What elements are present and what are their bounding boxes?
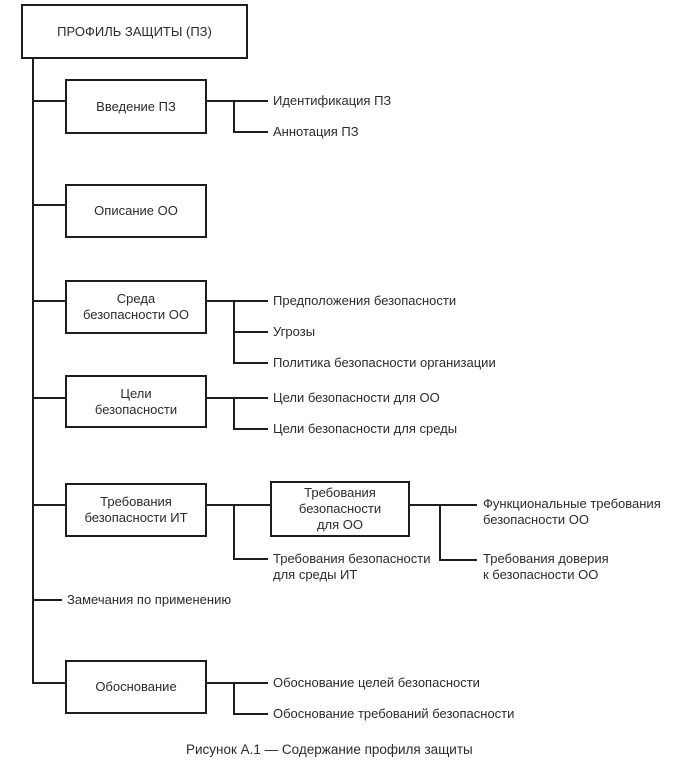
leaf-label-security-assumptions: Предположения безопасности — [273, 293, 457, 308]
box-pz-introduction: Введение ПЗ — [65, 79, 207, 134]
leaf-line-pz-annotation — [233, 131, 268, 133]
leaf-line-assurance-requirements — [439, 559, 477, 561]
spine-line — [32, 58, 34, 684]
leaf-line-objectives-environment — [233, 428, 268, 430]
branch-line-requirements — [34, 504, 65, 506]
leaf-line-assumptions — [207, 300, 268, 302]
leaf-label-requirements-it-environment: Требования безопасности для среды ИТ — [273, 551, 431, 582]
junction-line-rationale — [233, 682, 235, 715]
leaf-label-application-notes: Замечания по применению — [67, 592, 232, 607]
box-rationale: Обоснование — [65, 660, 207, 714]
leaf-label-objectives-for-environment: Цели безопасности для среды — [273, 421, 458, 436]
box-security-objectives: Цели безопасности — [65, 375, 207, 428]
leaf-line-functional-requirements — [410, 504, 477, 506]
leaf-line-org-policy — [233, 362, 268, 364]
junction-line-introduction — [233, 100, 235, 133]
branch-line-target-description — [34, 204, 65, 206]
leaf-line-threats — [233, 331, 268, 333]
branch-line-objectives — [34, 397, 65, 399]
leaf-label-assurance-requirements: Требования доверия к безопасности ОО — [483, 551, 609, 582]
leaf-label-functional-requirements: Функциональные требования безопасности О… — [483, 496, 661, 527]
branch-line-introduction — [34, 100, 65, 102]
leaf-line-rationale-requirements — [233, 713, 268, 715]
box-security-environment: Среда безопасности ОО — [65, 280, 207, 334]
branch-line-environment — [34, 300, 65, 302]
leaf-label-threats: Угрозы — [273, 324, 316, 339]
leaf-label-objectives-for-target: Цели безопасности для ОО — [273, 390, 440, 405]
leaf-line-objectives-target — [207, 397, 268, 399]
connector-line-requirements-to-subbox — [207, 504, 270, 506]
leaf-label-pz-annotation: Аннотация ПЗ — [273, 124, 359, 139]
junction-line-objectives — [233, 397, 235, 430]
root-box-protection-profile: ПРОФИЛЬ ЗАЩИТЫ (ПЗ) — [21, 4, 248, 59]
box-it-security-requirements: Требования безопасности ИТ — [65, 483, 207, 537]
leaf-label-rationale-objectives: Обоснование целей безопасности — [273, 675, 480, 690]
leaf-label-organization-security-policy: Политика безопасности организации — [273, 355, 496, 370]
leaf-label-rationale-requirements: Обоснование требований безопасности — [273, 706, 515, 721]
leaf-label-pz-identification: Идентификация ПЗ — [273, 93, 392, 108]
branch-line-rationale — [34, 682, 65, 684]
figure-caption: Рисунок А.1 — Содержание профиля защиты — [186, 742, 473, 757]
box-requirements-for-target: Требования безопасности для ОО — [270, 481, 410, 537]
leaf-line-rationale-objectives — [207, 682, 268, 684]
box-target-description: Описание ОО — [65, 184, 207, 238]
leaf-line-requirements-it-environment — [233, 558, 268, 560]
leaf-line-pz-identification — [207, 100, 268, 102]
junction-line-requirements-target — [439, 504, 441, 561]
junction-line-requirements — [233, 504, 235, 560]
branch-line-application-notes — [34, 599, 62, 601]
